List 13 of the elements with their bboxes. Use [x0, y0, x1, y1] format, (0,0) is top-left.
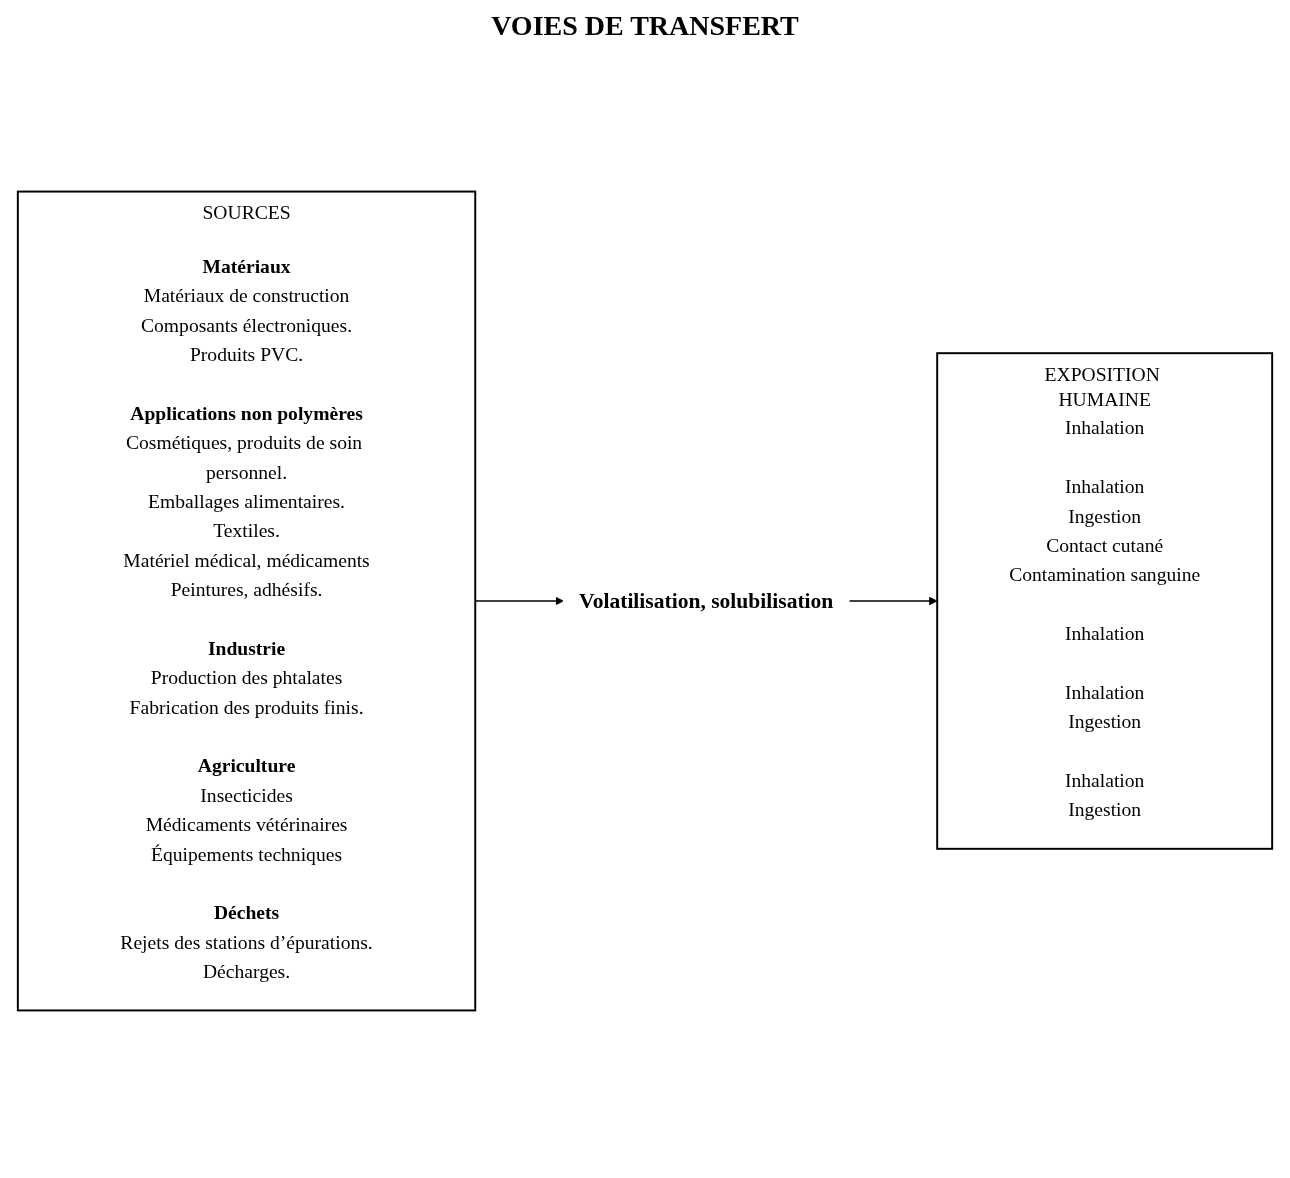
- node-text: Inhalation Ingestion: [1064, 769, 1145, 821]
- node-text: Inhalation Ingestion: [1064, 681, 1145, 733]
- node-text: Matériaux Matériaux de construction Composants électroniques. Produits PVC.: [140, 255, 353, 365]
- node-text: Volatilisation, solubilisation: [579, 588, 834, 614]
- node-text: Inhalation: [1064, 416, 1145, 439]
- node-text: Déchets Rejets des stations d’épurations. Décharges.: [120, 901, 373, 983]
- arrow: [848, 596, 938, 606]
- column-heading: VOIES DE TRANSFERT: [490, 9, 800, 43]
- node-text: Applications non polymères Cosmétiques, produits de soin personnel. Emballages alimentaires. Textiles. Matériel médical, médicaments Peintures, adhésifs.: [123, 402, 370, 601]
- node-text: Inhalation Ingestion Contact cutané Contamination sanguine: [1009, 475, 1201, 586]
- node-text: Agriculture Insecticides Médicaments vétérinaires Équipements techniques: [145, 754, 348, 865]
- node-text: Industrie Production des phtalates Fabrication des produits finis.: [129, 637, 364, 718]
- node-text: Inhalation: [1064, 622, 1145, 645]
